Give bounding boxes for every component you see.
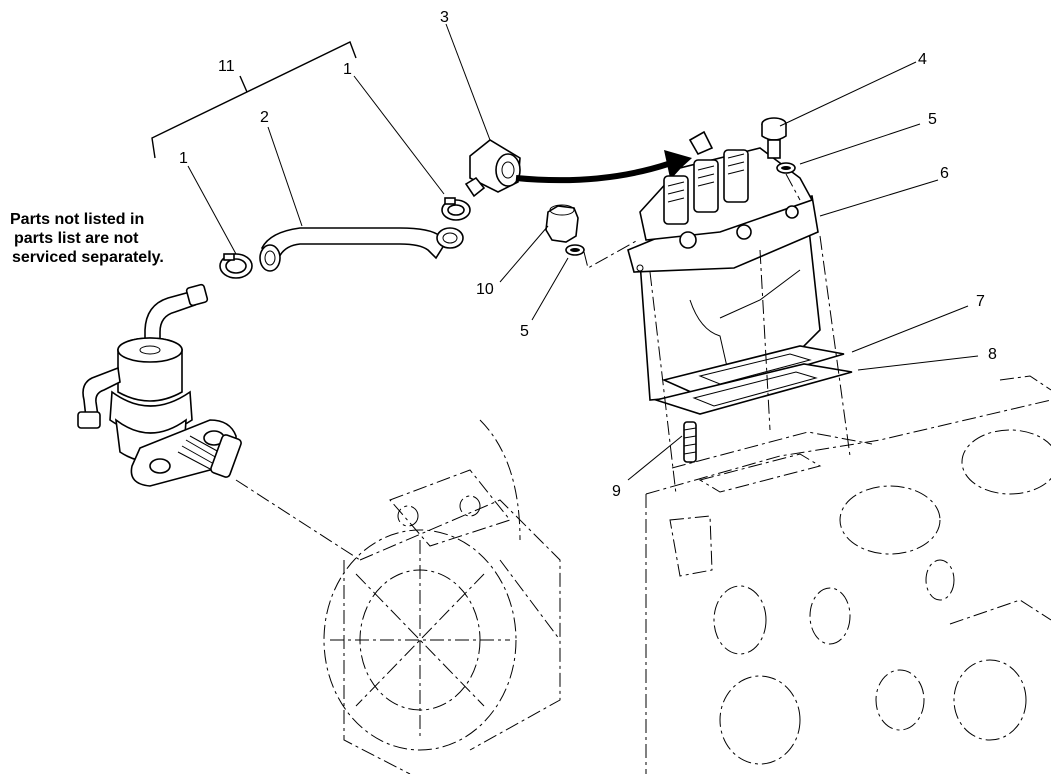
gear-housing <box>235 419 561 774</box>
parts-note-line-3: serviced separately. <box>12 249 164 266</box>
install-arrow <box>515 150 692 184</box>
callout-3: 3 <box>440 9 449 26</box>
pump-lever-spring <box>177 434 242 478</box>
fuel-hose <box>259 227 464 272</box>
bolt <box>761 117 787 159</box>
callout-11: 11 <box>218 58 235 75</box>
gasket-upper <box>661 345 845 397</box>
parts-note-line-1: Parts not listed in <box>10 211 145 228</box>
stud <box>683 421 697 463</box>
washer-lower <box>565 244 585 256</box>
nut <box>545 204 579 243</box>
callout-5-lower: 5 <box>520 323 529 340</box>
injection-pump <box>627 130 821 401</box>
callout-8: 8 <box>988 346 997 363</box>
washer-center-line <box>583 239 639 269</box>
gasket-lower <box>653 363 853 415</box>
callout-1-left: 1 <box>179 150 188 167</box>
callout-9: 9 <box>612 483 621 500</box>
leader-lines <box>187 23 979 481</box>
parts-note-line-2: parts list are not <box>14 230 139 247</box>
callout-6: 6 <box>940 165 949 182</box>
bracket-11 <box>151 41 357 159</box>
bolt-center-line <box>785 173 801 201</box>
fuel-pump <box>77 283 242 487</box>
alignment-lines <box>649 235 851 495</box>
callout-4: 4 <box>918 51 927 68</box>
callout-1-right: 1 <box>343 61 352 78</box>
callout-5-upper: 5 <box>928 111 937 128</box>
callout-numbers: 11 1 1 2 3 4 5 5 6 7 8 9 10 <box>179 9 997 500</box>
hose-clamp-right <box>441 197 471 221</box>
washer-upper <box>776 162 796 174</box>
callout-10: 10 <box>476 281 494 298</box>
banjo-fitting <box>464 139 521 198</box>
engine-block <box>645 375 1051 774</box>
hose-clamp-left <box>219 253 253 279</box>
parts-note: Parts not listed in parts list are not s… <box>10 210 220 267</box>
callout-7: 7 <box>976 293 985 310</box>
callout-2: 2 <box>260 109 269 126</box>
